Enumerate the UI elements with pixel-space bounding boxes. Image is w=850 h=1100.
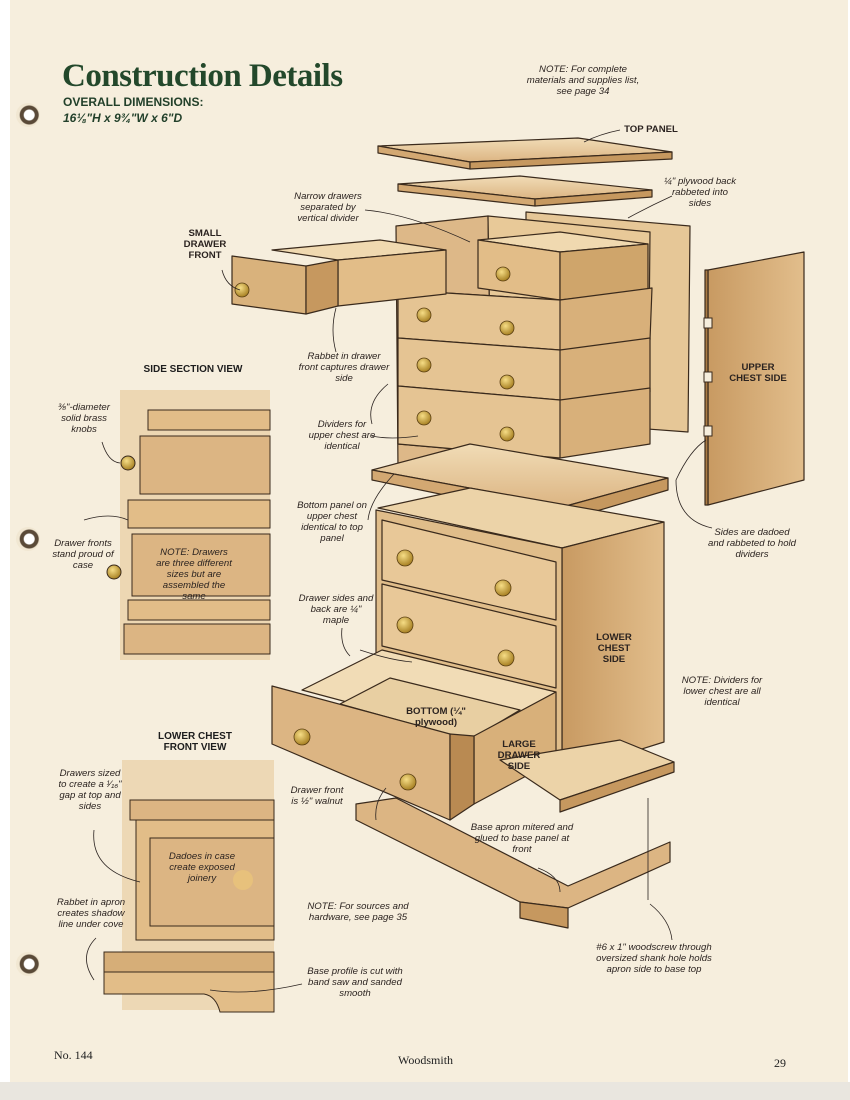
- upper-panel: [397, 175, 653, 207]
- upper-drawer-2: [397, 337, 651, 403]
- lower-chest-front-view-heading: LOWER CHEST FRONT VIEW: [158, 731, 232, 753]
- page-title: Construction Details: [62, 58, 343, 94]
- label-drawer-sides-back: Drawer sides and back are ¼" maple: [298, 593, 374, 626]
- lower-drawer-1: [381, 519, 557, 621]
- label-base-apron: Base apron mitered and glued to base pan…: [470, 822, 574, 855]
- label-plywood-back: ¼" plywood back rabbeted into sides: [663, 176, 737, 209]
- footer-issue: No. 144: [54, 1048, 93, 1062]
- label-base-profile: Base profile is cut with band saw and sa…: [307, 966, 403, 999]
- label-lower-chest-side: LOWER CHEST SIDE: [596, 632, 632, 665]
- footer-page-number: 29: [774, 1056, 786, 1070]
- label-small-drawer-front: SMALL DRAWER FRONT: [183, 228, 227, 261]
- upper-drawer-3: [397, 385, 651, 459]
- overall-dimensions-label: OVERALL DIMENSIONS:: [63, 95, 204, 109]
- label-dadoes-case: Dadoes in case create exposed joinery: [168, 851, 236, 884]
- label-drawers-sized: Drawers sized to create a ¹⁄₁₆" gap at t…: [58, 768, 122, 812]
- binding-edge: [0, 0, 10, 1100]
- side-section-view: [106, 390, 271, 660]
- binder-hole-icon: [16, 952, 40, 976]
- note-materials: NOTE: For complete materials and supplie…: [526, 64, 640, 97]
- label-drawer-fronts-proud: Drawer fronts stand proud of case: [52, 538, 114, 571]
- binder-hole-icon: [16, 103, 40, 127]
- top-panel: [377, 137, 673, 170]
- upper-chest-side: [704, 251, 805, 506]
- overall-dimensions-value: 16⅛"H x 9¾"W x 6"D: [63, 111, 183, 125]
- label-bottom-panel: Bottom panel on upper chest identical to…: [297, 500, 367, 544]
- label-rabbet-drawer-front: Rabbet in drawer front captures drawer s…: [298, 351, 390, 384]
- label-dividers-upper: Dividers for upper chest are identical: [308, 419, 376, 452]
- note-drawers: NOTE: Drawers are three different sizes …: [156, 547, 232, 602]
- label-top-panel: TOP PANEL: [624, 124, 678, 135]
- large-drawer-open: [271, 649, 557, 821]
- note-dividers-lower: NOTE: Dividers for lower chest are all i…: [681, 675, 763, 708]
- label-upper-chest-side: UPPER CHEST SIDE: [729, 362, 787, 384]
- brass-knobs: [234, 266, 515, 791]
- label-rabbet-apron: Rabbet in apron creates shadow line unde…: [56, 897, 126, 930]
- note-sources: NOTE: For sources and hardware, see page…: [307, 901, 409, 923]
- footer-magazine: Woodsmith: [398, 1053, 454, 1067]
- base-panel: [499, 739, 675, 813]
- leader-lines: [83, 129, 713, 993]
- label-narrow-drawers: Narrow drawers separated by vertical div…: [294, 191, 362, 224]
- side-section-view-heading: SIDE SECTION VIEW: [143, 364, 243, 375]
- upper-drawer-1: [397, 287, 653, 353]
- binder-hole-icon: [16, 527, 40, 551]
- label-sides-dadoed: Sides are dadoed and rabbeted to hold di…: [707, 527, 797, 560]
- label-large-drawer-side: LARGE DRAWER SIDE: [497, 739, 541, 772]
- narrow-drawer-right: [477, 231, 649, 301]
- label-drawer-front-walnut: Drawer front is ½" walnut: [290, 785, 344, 807]
- binder-shadow: [233, 870, 253, 890]
- scan-bottom-edge: [0, 1082, 850, 1100]
- label-woodscrew: #6 x 1" woodscrew through oversized shan…: [596, 942, 712, 975]
- label-bottom-plywood: BOTTOM (¼" plywood): [406, 706, 466, 728]
- label-brass-knobs: ⅜"-diameter solid brass knobs: [58, 402, 110, 435]
- small-drawer-open: [231, 239, 447, 315]
- base-apron: [355, 797, 671, 929]
